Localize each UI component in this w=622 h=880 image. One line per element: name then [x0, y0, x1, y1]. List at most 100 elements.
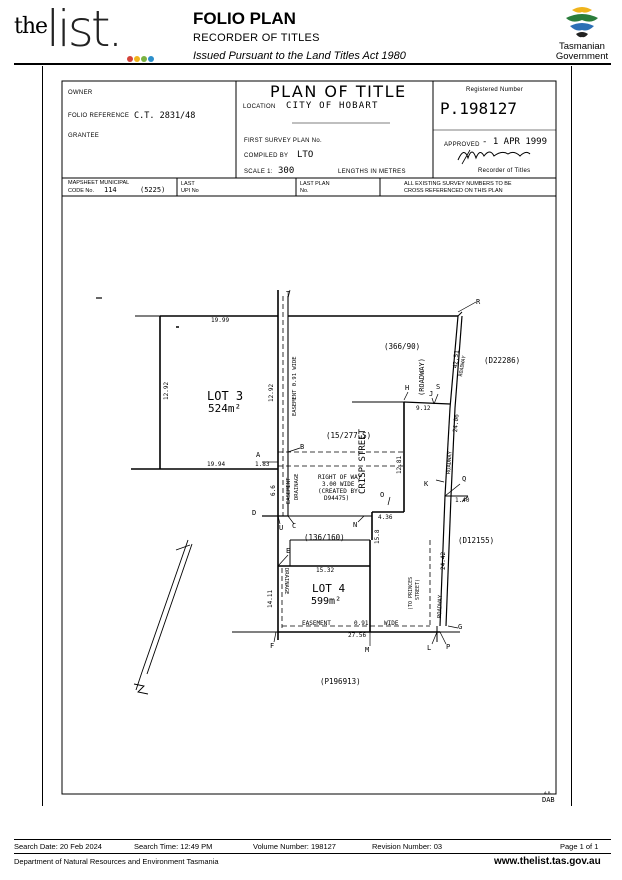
dim-1411: 14.11	[267, 589, 274, 608]
header-issued: Issued Pursuant to the Land Titles Act 1…	[193, 50, 406, 62]
roadway-top: (ROADWAY)	[418, 358, 426, 396]
dim-1281: 12.81	[396, 455, 403, 474]
ref-136: (136/160)	[304, 533, 345, 542]
scale-value: 300	[278, 166, 295, 176]
pt-S: S	[436, 383, 441, 391]
approved-value: - 1 APR 1999	[482, 137, 548, 147]
folio-value: C.T. 2831/48	[134, 111, 196, 121]
ref-15: (15/277.S)	[326, 431, 372, 440]
grantee-label: GRANTEE	[68, 133, 100, 139]
logo-prefix: the	[14, 14, 48, 39]
drainage-label: DRAINAGE	[294, 473, 300, 501]
survey-note1: ALL EXISTING SURVEY NUMBERS TO BE	[404, 181, 512, 187]
search-date: Search Date: 20 Feb 2024	[14, 842, 102, 851]
pt-N: N	[353, 521, 358, 529]
dim-183: 1.83	[255, 461, 270, 468]
dim-1999: 19.99	[211, 317, 230, 324]
pt-D: D	[252, 509, 257, 517]
right-of-way2: 3.00 WIDE	[322, 481, 355, 488]
right-of-way1: RIGHT OF WAY	[318, 474, 362, 481]
pt-C: C	[292, 522, 297, 530]
plan-title: PLAN OF TITLE	[270, 82, 407, 101]
survey-note2: CROSS REFERENCED ON THIS PLAN	[404, 188, 503, 194]
dim-66: 6.6	[270, 485, 277, 496]
department: Department of Natural Resources and Envi…	[14, 857, 219, 866]
pt-B: B	[300, 443, 305, 451]
pt-P: P	[446, 643, 451, 651]
pt-T: T	[286, 290, 291, 298]
north-arrow-icon	[133, 539, 193, 695]
pt-F: F	[270, 642, 275, 650]
gov-line1: Tasmanian	[559, 41, 605, 52]
plan-outer-border	[42, 66, 572, 806]
pt-A: A	[256, 451, 261, 459]
dim-436: 4.36	[378, 514, 393, 521]
dim-140: 1.40	[455, 497, 470, 504]
dim-1292-left: 12.92	[163, 381, 170, 400]
revision-number: Revision Number: 03	[372, 842, 443, 851]
initials-note: A.B.	[544, 790, 552, 795]
gov-line2: Government	[555, 51, 609, 62]
page-indicator: Page 1 of 1	[560, 842, 599, 851]
roadway-side3: ROADWAY	[437, 594, 444, 619]
pt-H: H	[405, 384, 410, 392]
street-label: CRISP STREET	[358, 428, 368, 494]
pt-K: K	[424, 480, 429, 488]
pt-R: R	[476, 298, 481, 306]
mapsheet-code: 114	[104, 186, 117, 194]
to-princes2: STREET)	[415, 578, 421, 600]
logo-dot-blue	[148, 56, 154, 62]
pt-M: M	[365, 646, 370, 654]
bottom-wide-label: WIDE	[384, 620, 399, 627]
pt-G: G	[458, 623, 463, 631]
lot4-area: 599m²	[311, 596, 342, 607]
dim-1292-right: 12.92	[268, 383, 275, 402]
bottom-wide-value: 0.91	[354, 620, 369, 627]
pt-Q: Q	[462, 475, 467, 483]
compiled-label: COMPILED BY	[244, 153, 289, 159]
logo-dot-red	[127, 56, 133, 62]
last-plan-label1: LAST PLAN	[300, 181, 330, 187]
tas-gov-logo: Tasmanian Government	[552, 6, 612, 62]
pt-E: E	[286, 547, 291, 555]
last-plan-label2: No.	[300, 188, 309, 194]
scale-label: SCALE 1:	[244, 169, 273, 175]
header-title: FOLIO PLAN	[193, 9, 296, 28]
approved-label: APPROVED	[444, 142, 480, 148]
dim-912: 9.12	[416, 405, 431, 412]
website-link[interactable]: www.thelist.tas.gov.au	[494, 856, 601, 867]
location-label: LOCATION	[243, 104, 276, 110]
first-survey-label: FIRST SURVEY PLAN No.	[244, 138, 322, 144]
ref-366: (366/90)	[384, 342, 421, 351]
easement-label: EASEMENT	[286, 477, 292, 505]
pt-L: L	[427, 644, 432, 652]
lot4-name: LOT 4	[312, 582, 346, 595]
owner-label: OWNER	[68, 90, 93, 96]
compiled-value: LTO	[297, 150, 314, 160]
search-time: Search Time: 12:49 PM	[134, 842, 213, 851]
dim-2756: 27.56	[348, 632, 367, 639]
location-value: CITY OF HOBART	[286, 101, 379, 111]
logo-dot-green	[141, 56, 147, 62]
volume-number: Volume Number: 198127	[253, 842, 336, 851]
dim-2442: 24.42	[440, 551, 447, 570]
folio-label: FOLIO REFERENCE	[68, 113, 130, 119]
pt-O: O	[380, 491, 385, 499]
ref-p196913: (P196913)	[320, 677, 361, 686]
logo-main: list.	[46, 0, 123, 58]
lot3-area: 524m²	[208, 402, 242, 415]
lot3-name: LOT 3	[207, 389, 244, 403]
logo-dot-yellow	[134, 56, 140, 62]
drainage-lot4: DRAINAGE	[283, 568, 289, 595]
header-subtitle: RECORDER OF TITLES	[193, 32, 320, 44]
registered-label: Registered Number	[466, 87, 524, 93]
dim-1994: 19.94	[207, 461, 226, 468]
ref-d22286: (D22286)	[484, 356, 521, 365]
mapsheet-label2: CODE No.	[68, 188, 94, 194]
right-of-way4: D94475)	[324, 495, 350, 502]
easement-bottom-label: EASEMENT	[302, 620, 331, 627]
to-princes1: (TO PRINCES	[408, 576, 414, 610]
thelist-logo: the list.	[14, 0, 154, 62]
mapsheet-num: (5225)	[140, 186, 166, 194]
